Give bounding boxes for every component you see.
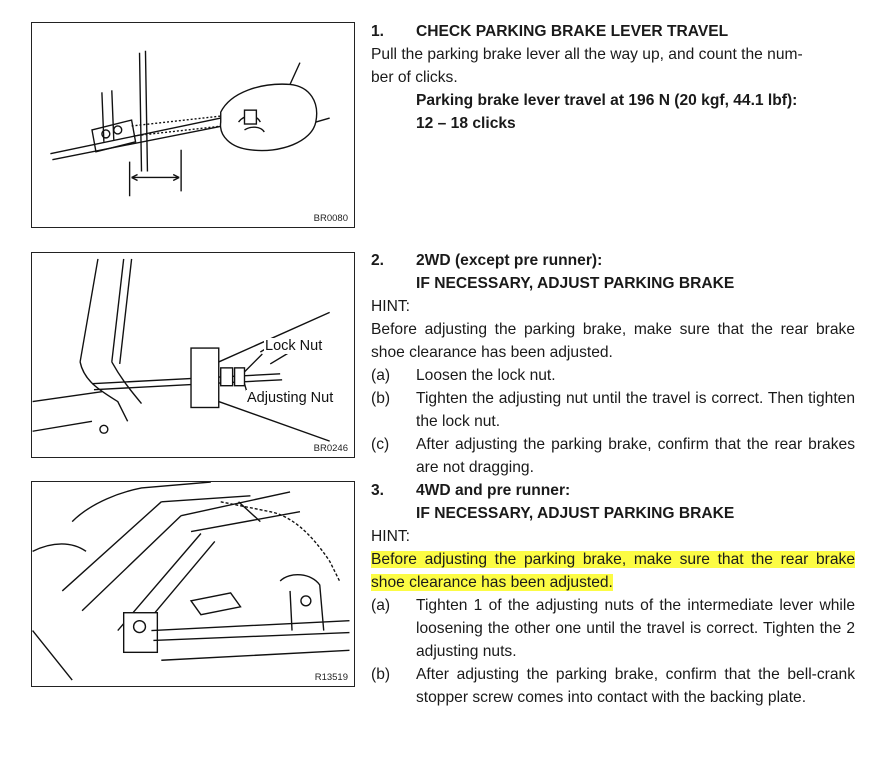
section-heading: CHECK PARKING BRAKE LEVER TRAVEL: [416, 23, 729, 40]
section-heading: IF NECESSARY, ADJUST PARKING BRAKE: [416, 505, 735, 522]
spec-line: 12 – 18 clicks: [416, 115, 516, 132]
section-2-heading-row: 2. 2WD (except pre runner):: [371, 249, 855, 272]
figure-code: BR0080: [313, 213, 348, 224]
figure-lever-travel: BR0080: [31, 22, 355, 228]
section-heading: 4WD and pre runner:: [416, 482, 571, 499]
hint-label: HINT:: [371, 528, 410, 545]
section-number: 3.: [371, 482, 385, 499]
section-body-line: Pull the parking brake lever all the way…: [371, 46, 803, 63]
section-1: 1. CHECK PARKING BRAKE LEVER TRAVEL Pull…: [371, 20, 855, 135]
section-2: 2. 2WD (except pre runner): IF NECESSARY…: [371, 249, 855, 479]
figure-code: BR0246: [313, 443, 348, 454]
step-item: (b) Tighten the adjusting nut until the t…: [371, 387, 855, 433]
section-number: 2.: [371, 252, 385, 269]
step-text: Loosen the lock nut.: [416, 367, 556, 384]
lock-nut-label: Lock Nut: [264, 338, 324, 354]
section-1-heading-row: 1. CHECK PARKING BRAKE LEVER TRAVEL: [371, 20, 855, 43]
section-heading: 2WD (except pre runner):: [416, 252, 603, 269]
section-3-heading-row: 3. 4WD and pre runner:: [371, 479, 855, 502]
step-text: Tighten 1 of the adjusting nuts of the i…: [416, 597, 855, 660]
adjusting-nut-label: Adjusting Nut: [246, 390, 335, 406]
spec-line: Parking brake lever travel at 196 N (20 …: [416, 92, 798, 109]
step-marker: (a): [371, 367, 391, 384]
section-heading: IF NECESSARY, ADJUST PARKING BRAKE: [416, 275, 735, 292]
step-item: (b) After adjusting the parking brake, co…: [371, 663, 855, 709]
section-body-line: ber of clicks.: [371, 69, 458, 86]
hint-label: HINT:: [371, 298, 410, 315]
highlighted-text: Before adjusting the parking brake, make…: [371, 551, 855, 591]
section-number: 1.: [371, 23, 385, 40]
figure-code: R13519: [314, 672, 348, 683]
step-item: (c) After adjusting the parking brake, co…: [371, 433, 855, 479]
step-text: After adjusting the parking brake, confi…: [416, 666, 855, 706]
step-text: Tighten the adjusting nut until the trav…: [416, 390, 855, 430]
step-text: After adjusting the parking brake, confi…: [416, 436, 855, 476]
hint-text-highlighted: Before adjusting the parking brake, make…: [371, 548, 855, 594]
adjusting-nut-illustration: [32, 258, 330, 442]
step-marker: (b): [371, 390, 391, 407]
figure-2wd-adjust: Lock Nut Adjusting Nut BR0246: [31, 252, 355, 458]
hint-text: Before adjusting the parking brake, make…: [371, 321, 855, 361]
step-marker: (c): [371, 436, 390, 453]
step-item: (a) Tighten 1 of the adjusting nuts of th…: [371, 594, 855, 663]
section-3: 3. 4WD and pre runner: IF NECESSARY, ADJ…: [371, 479, 855, 709]
step-item: (a) Loosen the lock nut.: [371, 364, 855, 387]
step-marker: (a): [371, 597, 391, 614]
figure-4wd-adjust: R13519: [31, 481, 355, 687]
step-marker: (b): [371, 666, 391, 683]
lever-hand-illustration: [50, 50, 330, 197]
intermediate-lever-illustration: [32, 482, 350, 681]
